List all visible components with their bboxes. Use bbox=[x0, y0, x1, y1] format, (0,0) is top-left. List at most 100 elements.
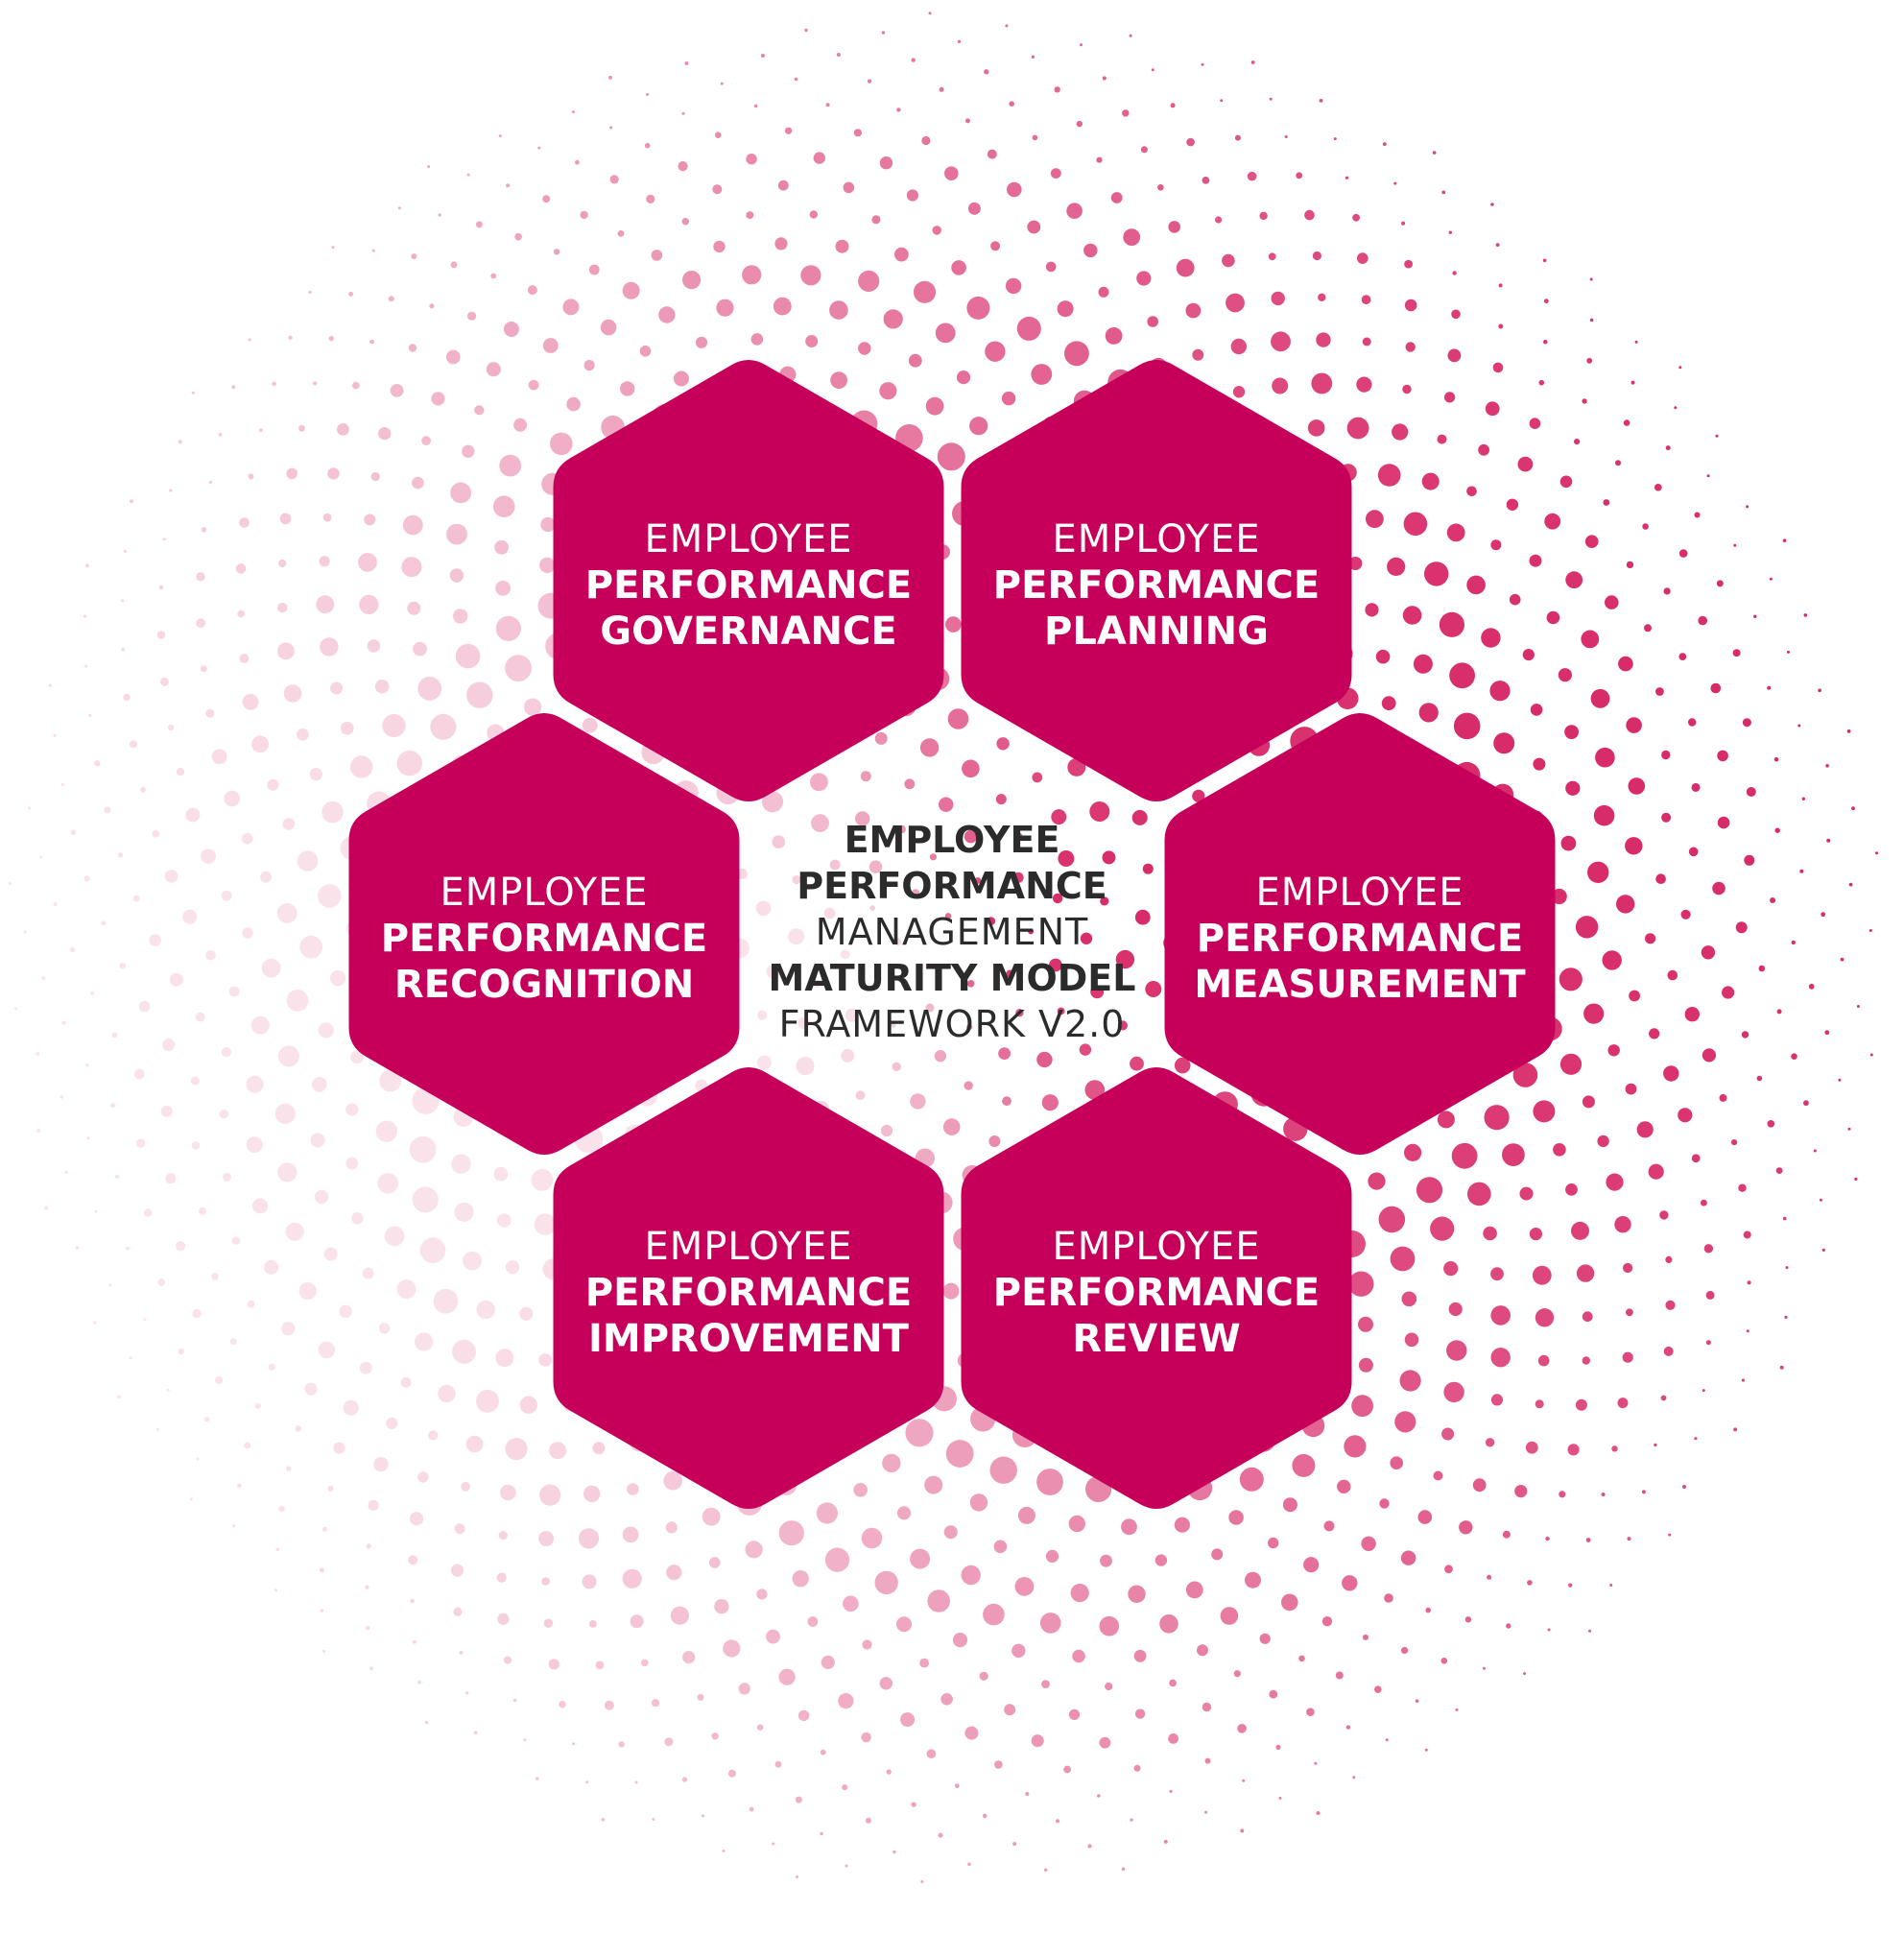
halftone-dot bbox=[1031, 364, 1053, 385]
halftone-dot bbox=[682, 1651, 696, 1664]
halftone-dot bbox=[1421, 472, 1440, 490]
halftone-dot bbox=[993, 1540, 1008, 1554]
halftone-dot bbox=[1527, 1580, 1533, 1586]
halftone-dot bbox=[1680, 909, 1691, 920]
halftone-dot bbox=[129, 740, 137, 749]
halftone-dot bbox=[1358, 1316, 1373, 1332]
halftone-dot bbox=[816, 1502, 839, 1524]
halftone-dot bbox=[823, 907, 836, 920]
halftone-dot bbox=[1361, 1536, 1376, 1552]
halftone-dot bbox=[994, 1760, 1003, 1769]
halftone-dot bbox=[757, 1055, 772, 1070]
hexagon-planning[interactable]: EMPLOYEE PERFORMANCE PLANNING bbox=[961, 360, 1352, 801]
halftone-dot bbox=[1117, 1020, 1128, 1031]
halftone-dot bbox=[117, 852, 124, 858]
halftone-dot bbox=[1626, 1308, 1633, 1317]
halftone-dot bbox=[450, 261, 458, 269]
halftone-dot bbox=[1312, 251, 1321, 261]
halftone-dot bbox=[196, 572, 205, 582]
halftone-dot bbox=[1746, 1329, 1749, 1333]
halftone-dot bbox=[1451, 1142, 1478, 1169]
halftone-dot bbox=[1345, 176, 1349, 179]
halftone-dot bbox=[412, 476, 424, 490]
halftone-dot bbox=[1767, 1120, 1775, 1128]
halftone-dot bbox=[1186, 137, 1195, 147]
halftone-dot bbox=[1747, 1280, 1751, 1285]
halftone-dot bbox=[1587, 861, 1609, 883]
halftone-dot bbox=[215, 1375, 224, 1385]
halftone-dot bbox=[229, 1338, 237, 1346]
halftone-dot bbox=[1663, 587, 1671, 595]
halftone-dot bbox=[455, 643, 481, 669]
halftone-dot bbox=[1665, 1300, 1676, 1310]
halftone-dot bbox=[374, 680, 390, 694]
halftone-dot bbox=[942, 1282, 960, 1300]
hexagon-review[interactable]: EMPLOYEE PERFORMANCE REVIEW bbox=[961, 1067, 1352, 1509]
halftone-dot bbox=[1032, 772, 1043, 783]
halftone-dot bbox=[720, 82, 724, 85]
halftone-dot bbox=[274, 1103, 296, 1124]
halftone-dot bbox=[1490, 1348, 1511, 1368]
halftone-dot bbox=[646, 194, 655, 203]
halftone-dot bbox=[1390, 1246, 1416, 1272]
halftone-dot bbox=[840, 949, 850, 960]
halftone-dot bbox=[264, 1259, 279, 1275]
halftone-dot bbox=[304, 1382, 318, 1396]
halftone-dot bbox=[964, 1726, 979, 1740]
halftone-dot bbox=[1133, 1649, 1147, 1662]
halftone-dot bbox=[1100, 1554, 1112, 1567]
halftone-dot bbox=[260, 871, 272, 883]
halftone-dot bbox=[1404, 1143, 1422, 1161]
hexagon-measurement[interactable]: EMPLOYEE PERFORMANCE MEASUREMENT bbox=[1164, 713, 1556, 1155]
halftone-dot bbox=[1611, 1445, 1618, 1452]
hexagon-governance[interactable]: EMPLOYEE PERFORMANCE GOVERNANCE bbox=[553, 360, 944, 801]
halftone-dot bbox=[974, 877, 982, 884]
hexagon-recognition[interactable]: EMPLOYEE PERFORMANCE RECOGNITION bbox=[348, 713, 740, 1155]
halftone-dot bbox=[411, 253, 417, 260]
halftone-dot bbox=[1271, 331, 1291, 352]
halftone-dot bbox=[242, 927, 253, 939]
halftone-dot bbox=[48, 683, 52, 687]
halftone-dot bbox=[1661, 750, 1671, 760]
halftone-dot bbox=[1417, 1510, 1433, 1524]
halftone-dot bbox=[1311, 372, 1333, 394]
halftone-dot bbox=[845, 1864, 848, 1868]
halftone-dot bbox=[473, 1731, 478, 1735]
halftone-dot bbox=[1374, 1685, 1382, 1693]
halftone-dot bbox=[1678, 549, 1688, 558]
halftone-dot bbox=[1688, 718, 1697, 727]
halftone-dot bbox=[121, 647, 126, 652]
hexagon-improvement[interactable]: EMPLOYEE PERFORMANCE IMPROVEMENT bbox=[553, 1067, 944, 1509]
halftone-dot bbox=[1582, 1095, 1595, 1109]
halftone-dot bbox=[1361, 295, 1371, 305]
halftone-dot bbox=[496, 1572, 507, 1583]
halftone-dot bbox=[1233, 1670, 1241, 1678]
halftone-dot bbox=[1645, 933, 1656, 944]
halftone-dot bbox=[152, 829, 160, 838]
halftone-dot bbox=[1568, 1583, 1573, 1588]
halftone-dot bbox=[104, 806, 111, 814]
halftone-dot bbox=[1036, 1051, 1053, 1068]
halftone-dot bbox=[1151, 68, 1154, 72]
halftone-dot bbox=[1443, 1261, 1459, 1277]
halftone-dot bbox=[1767, 685, 1772, 690]
halftone-dot bbox=[235, 563, 247, 574]
halftone-dot bbox=[190, 1076, 200, 1086]
halftone-dot bbox=[282, 818, 296, 830]
halftone-dot bbox=[836, 53, 841, 57]
halftone-dot bbox=[1316, 332, 1331, 347]
halftone-dot bbox=[805, 335, 819, 347]
halftone-dot bbox=[869, 860, 883, 873]
halftone-dot bbox=[64, 1170, 68, 1175]
halftone-dot bbox=[328, 336, 334, 342]
halftone-dot bbox=[684, 61, 689, 65]
halftone-dot bbox=[879, 382, 897, 400]
halftone-dot bbox=[277, 1162, 298, 1182]
halftone-dot bbox=[53, 733, 57, 737]
halftone-dot bbox=[939, 797, 954, 812]
hexagon-measurement-line1: EMPLOYEE bbox=[1255, 871, 1464, 915]
halftone-dot bbox=[101, 920, 107, 926]
halftone-dot bbox=[14, 1007, 18, 1011]
halftone-dot bbox=[1661, 812, 1672, 823]
halftone-dot bbox=[1441, 190, 1446, 195]
